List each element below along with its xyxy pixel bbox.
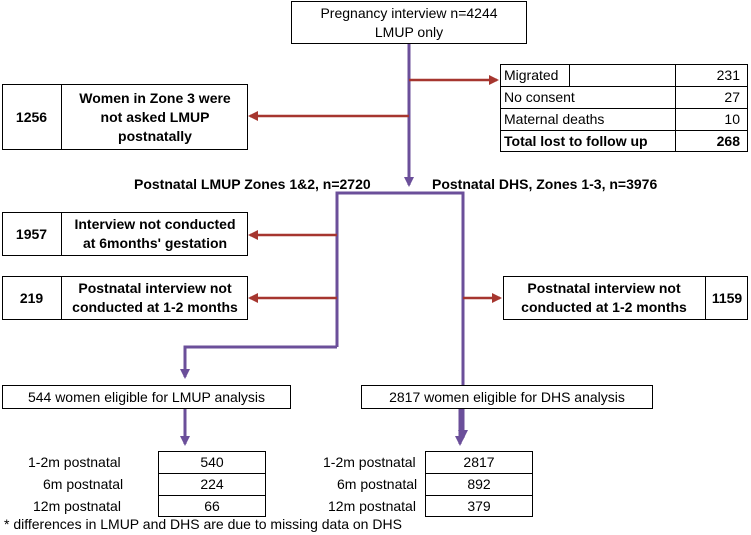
excl-dhs-count: 1159 <box>711 290 743 306</box>
lost-total-value: 268 <box>716 133 740 149</box>
dhs-eligible-box <box>361 385 653 409</box>
lost-row-value: 27 <box>724 89 740 105</box>
dhs-results-table <box>425 451 533 517</box>
zone3-line3: postnatally <box>118 128 192 144</box>
lmup-eligible-box <box>2 385 291 409</box>
pregnancy-interview-line2: LMUP only <box>374 24 444 40</box>
pregnancy-interview-box <box>291 1 527 44</box>
lmup-result-label: 1-2m postnatal <box>28 454 121 470</box>
zone3-exclusion-box <box>2 84 248 150</box>
branch-label-lmup: Postnatal LMUP Zones 1&2, n=2720 <box>134 176 371 192</box>
excl-6m-line2: at 6months' gestation <box>82 235 228 251</box>
excl-6m-count: 1957 <box>15 226 48 242</box>
lost-row-label: No consent <box>504 89 575 105</box>
excl-dhs-line2: conducted at 1-2 months <box>521 299 687 315</box>
pregnancy-interview-line1: Pregnancy interview n=4244 <box>320 5 498 21</box>
dhs-result-label: 1-2m postnatal <box>323 454 416 470</box>
excl-6m-line1: Interview not conducted <box>74 216 236 232</box>
lmup-result-value: 224 <box>200 476 224 492</box>
lost-to-follow-up-table <box>500 64 748 152</box>
lost-row-label: Maternal deaths <box>504 111 605 127</box>
dhs-result-label: 6m postnatal <box>337 476 418 492</box>
lmup-eligible-text: 544 women eligible for LMUP analysis <box>27 389 266 405</box>
excl-lmup-count: 219 <box>19 290 44 306</box>
lost-total-label: Total lost to follow up <box>504 133 648 149</box>
branch-split-line <box>335 191 468 440</box>
lost-row-value: 10 <box>724 111 740 127</box>
footnote: * differences in LMUP and DHS are due to… <box>4 516 402 532</box>
lmup-result-value: 540 <box>200 454 224 470</box>
dhs-eligible-text: 2817 women eligible for DHS analysis <box>389 389 625 405</box>
excl-lmup-line2: conducted at 1-2 months <box>72 299 238 315</box>
excl-dhs-divider <box>705 276 706 320</box>
dhs-result-value: 2817 <box>463 454 495 470</box>
dhs-result-value: 892 <box>467 476 491 492</box>
lost-row-value: 231 <box>716 67 740 83</box>
lmup-result-label: 12m postnatal <box>33 498 121 514</box>
lmup-result-label: 6m postnatal <box>43 476 124 492</box>
excl-lmup-box <box>2 276 248 320</box>
lmup-result-value: 66 <box>204 498 220 514</box>
dhs-result-value: 379 <box>467 498 491 514</box>
lmup-down-line <box>180 345 337 379</box>
excl-6m-divider <box>61 212 62 256</box>
excl-lmup-line1: Postnatal interview not <box>78 280 232 296</box>
zone3-line1: Women in Zone 3 were <box>79 90 231 106</box>
excl-dhs-line1: Postnatal interview not <box>527 280 681 296</box>
excl-dhs-box <box>503 276 748 320</box>
lost-row-label: Migrated <box>504 67 559 83</box>
dhs-result-label: 12m postnatal <box>328 498 416 514</box>
zone3-divider <box>61 84 62 150</box>
zone3-count: 1256 <box>15 109 48 125</box>
lmup-results-table <box>158 451 266 517</box>
excl-lmup-divider <box>61 276 62 320</box>
excl-6m-box <box>2 212 248 256</box>
branch-label-dhs: Postnatal DHS, Zones 1-3, n=3976 <box>432 176 658 192</box>
zone3-line2: not asked LMUP <box>100 109 210 125</box>
